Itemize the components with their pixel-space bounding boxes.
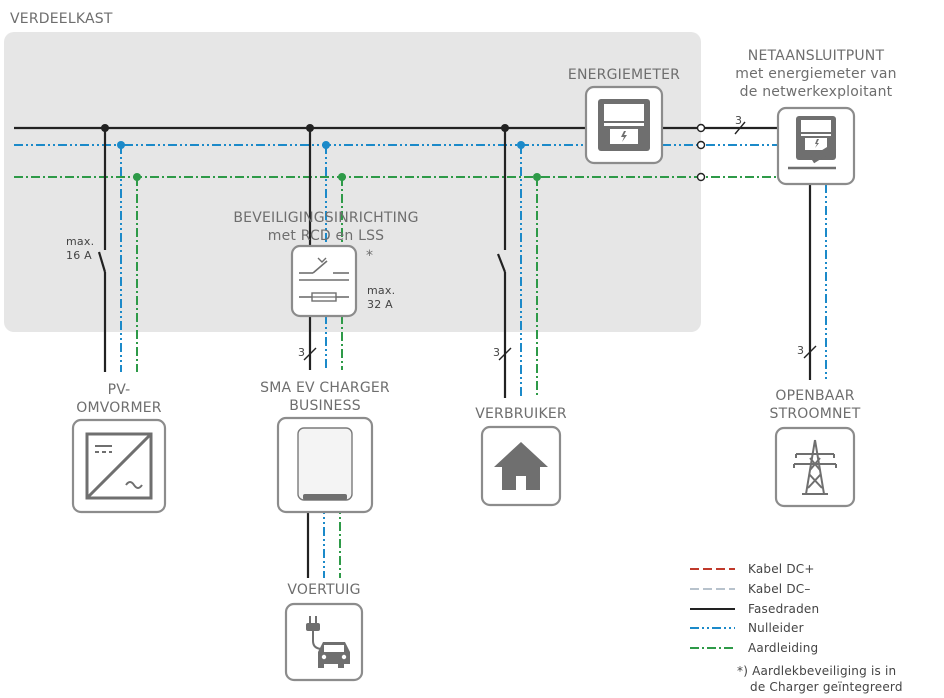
protection-subtitle: met RCD en LSS [267, 228, 385, 244]
public-grid-label-2: STROOMNET [769, 406, 861, 422]
pv-max-value: 16 A [66, 249, 92, 262]
inverter-icon [71, 418, 167, 514]
charger-label-1: SMA EV CHARGER [260, 380, 390, 396]
legend-phase: Fasedraden [748, 602, 820, 616]
energy-meter-label: ENERGIEMETER [567, 67, 681, 83]
legend-swatches [690, 568, 735, 649]
vehicle-label: VOERTUIG [287, 582, 361, 598]
house-icon [480, 425, 562, 507]
power-pylon-icon [774, 426, 856, 508]
charger-max-label: max. [367, 284, 396, 297]
charger-label-2: BUSINESS [289, 398, 361, 414]
grid-meter-icon [776, 106, 856, 186]
protection-device-icon [290, 244, 358, 318]
cabinet-label: VERDEELKAST [10, 11, 113, 27]
terminal-neutral [696, 140, 706, 150]
electric-car-icon [284, 602, 364, 682]
grid-connection-line3: de netwerkexploitant [739, 84, 893, 100]
consumer-label: VERBRUIKER [475, 406, 567, 422]
pv-inverter-label-2: OMVORMER [76, 400, 162, 416]
wire-count-label: 3 [735, 114, 743, 127]
charger-icon [276, 416, 374, 514]
footnote-line2: de Charger geïntegreerd [750, 680, 903, 694]
legend-dc-plus: Kabel DC+ [748, 562, 815, 576]
pv-inverter-label-1: PV- [107, 382, 131, 398]
pv-max-label: max. [66, 235, 95, 248]
wire-count-slash [734, 121, 746, 135]
protection-title: BEVEILIGINGSINRICHTING [233, 210, 419, 226]
protection-asterisk: * [366, 248, 374, 264]
legend-dc-minus: Kabel DC– [748, 582, 811, 596]
cabinet-area [4, 32, 701, 332]
legend-neutral: Nulleider [748, 621, 804, 635]
footnote-line1: *) Aardlekbeveiliging is in [737, 664, 897, 678]
legend-earth: Aardleiding [748, 641, 819, 655]
public-grid-label-1: OPENBAAR [775, 388, 855, 404]
terminal-phase [696, 123, 706, 133]
wire-count-label: 3 [493, 346, 501, 359]
wire-count-label: 3 [298, 346, 306, 359]
grid-connection-line2: met energiemeter van [735, 66, 897, 82]
wire-count-label: 3 [797, 344, 805, 357]
grid-connection-title: NETAANSLUITPUNT [747, 48, 885, 64]
charger-max-value: 32 A [367, 298, 393, 311]
terminal-earth [696, 172, 706, 182]
energy-meter-icon [584, 85, 664, 165]
